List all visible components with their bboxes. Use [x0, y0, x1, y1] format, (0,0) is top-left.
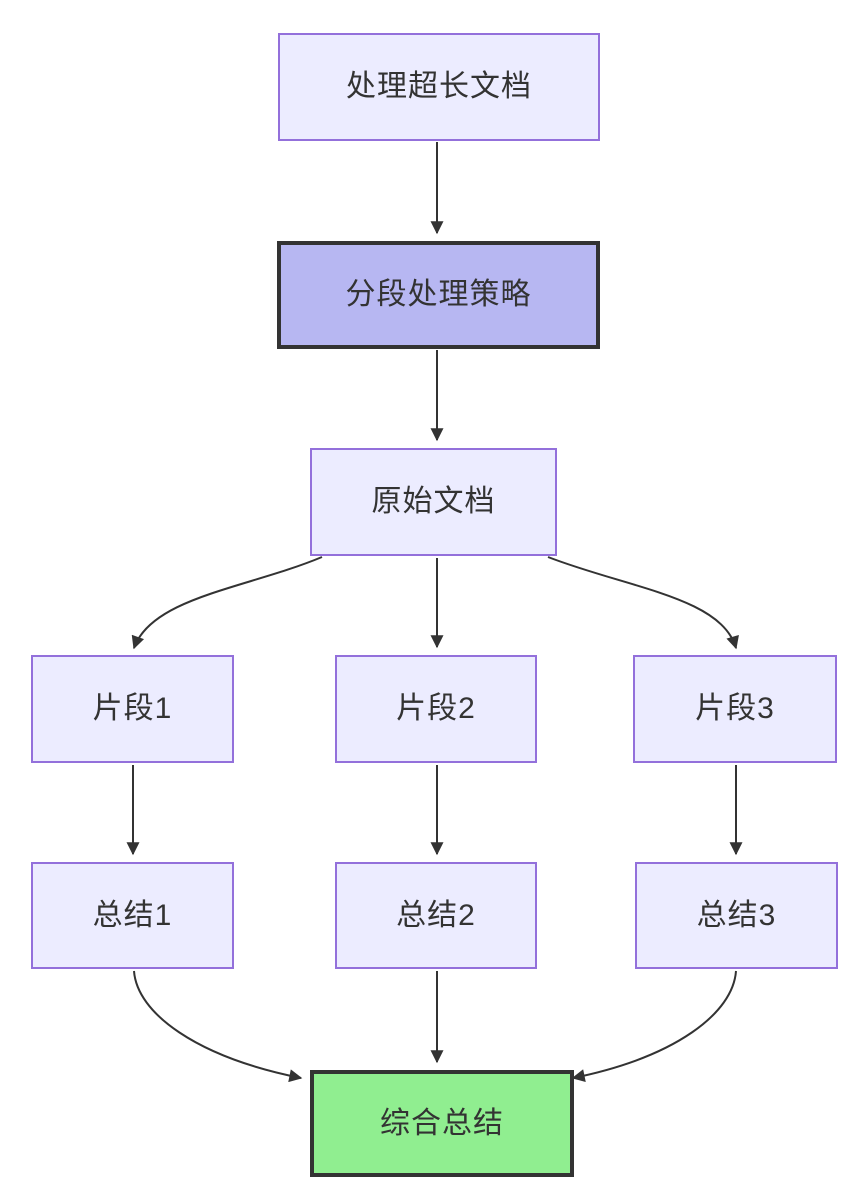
node-label: 片段3: [695, 692, 775, 725]
edge-original-to-fragment-3: [547, 556, 739, 650]
node-summary-2: 总结2: [335, 862, 537, 969]
node-original-document: 原始文档: [310, 448, 557, 556]
node-fragment-3: 片段3: [633, 655, 837, 763]
node-label: 总结2: [396, 898, 476, 932]
node-summary-3: 总结3: [635, 862, 838, 969]
node-label: 片段2: [396, 692, 476, 725]
node-summary-1: 总结1: [31, 862, 234, 969]
node-segmented-processing-strategy: 分段处理策略: [277, 241, 600, 349]
node-fragment-2: 片段2: [335, 655, 537, 763]
node-label: 处理超长文档: [346, 70, 532, 103]
node-final-summary: 综合总结: [310, 1070, 574, 1177]
node-label: 分段处理策略: [345, 278, 532, 311]
node-label: 原始文档: [371, 485, 496, 518]
edge-original-to-fragment-1: [131, 556, 323, 650]
node-label: 片段1: [92, 692, 173, 725]
node-label: 总结3: [696, 898, 777, 932]
node-label: 总结1: [92, 898, 173, 932]
node-label: 综合总结: [380, 1106, 504, 1140]
node-fragment-1: 片段1: [31, 655, 234, 763]
edge-summary-3-to-final: [571, 970, 737, 1083]
edge-summary-1-to-final: [133, 970, 303, 1083]
node-process-long-document: 处理超长文档: [278, 33, 600, 141]
